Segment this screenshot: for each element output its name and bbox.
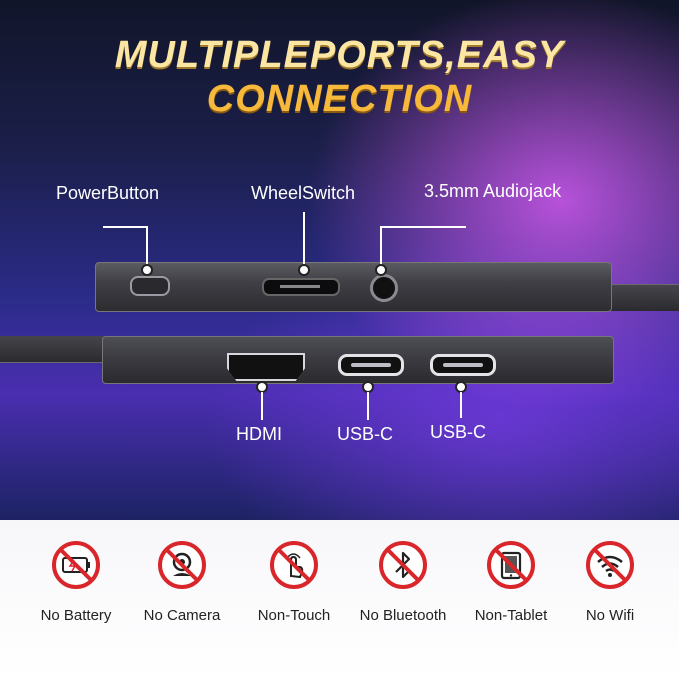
headline-line-2: CONNECTION [206, 78, 473, 120]
wheel-callout-dot [298, 264, 310, 276]
wifi-icon [585, 540, 635, 590]
headline-line-1: MULTIPLEPORTS,EASY [114, 34, 565, 76]
usbc-1-label: USB-C [337, 424, 394, 444]
touch-icon [269, 540, 319, 590]
device-top-edge [95, 262, 612, 312]
camera-icon [157, 540, 207, 590]
power-button-label: PowerButton [56, 183, 160, 203]
hdmi-label: HDMI [236, 424, 282, 444]
usbc-2-label: USB-C [430, 422, 487, 442]
power-callout-dot [141, 264, 153, 276]
feature-no-bluetooth: No Bluetooth [348, 540, 458, 624]
power-button-port [130, 276, 170, 296]
feature-label: No Battery [40, 607, 112, 624]
battery-icon [51, 540, 101, 590]
feature-no-wifi: No Wifi [555, 540, 665, 624]
wheel-switch-label: WheelSwitch [251, 183, 356, 203]
usbc-port-2 [430, 354, 496, 376]
feature-label: Non-Touch [257, 607, 331, 624]
power-callout-line-h [103, 226, 147, 228]
audio-callout-line-v [380, 226, 382, 268]
device-bottom-rail [0, 336, 110, 363]
hdmi-port [227, 353, 305, 381]
wheel-callout-line [303, 212, 305, 268]
feature-no-camera: No Camera [127, 540, 237, 624]
tablet-icon [486, 540, 536, 590]
audio-callout-line-h [380, 226, 466, 228]
feature-label: No Camera [143, 607, 221, 624]
usbc-port-1 [338, 354, 404, 376]
feature-label: No Wifi [585, 607, 635, 624]
feature-no-battery: No Battery [21, 540, 131, 624]
usbc-1-callout-line [367, 392, 369, 420]
feature-label: Non-Tablet [474, 607, 548, 624]
audio-jack-label: 3.5mm Audiojack [424, 181, 562, 201]
feature-non-touch: Non-Touch [239, 540, 349, 624]
feature-non-tablet: Non-Tablet [456, 540, 566, 624]
power-callout-line-v [146, 226, 148, 268]
audio-jack-port [370, 274, 398, 302]
bluetooth-icon [378, 540, 428, 590]
feature-label: No Bluetooth [359, 607, 447, 624]
device-top-rail [600, 284, 679, 311]
hdmi-callout-line [261, 392, 263, 420]
features-panel [0, 520, 679, 679]
usbc-2-callout-line [460, 392, 462, 418]
wheel-switch-port [262, 278, 340, 296]
audio-callout-dot [375, 264, 387, 276]
